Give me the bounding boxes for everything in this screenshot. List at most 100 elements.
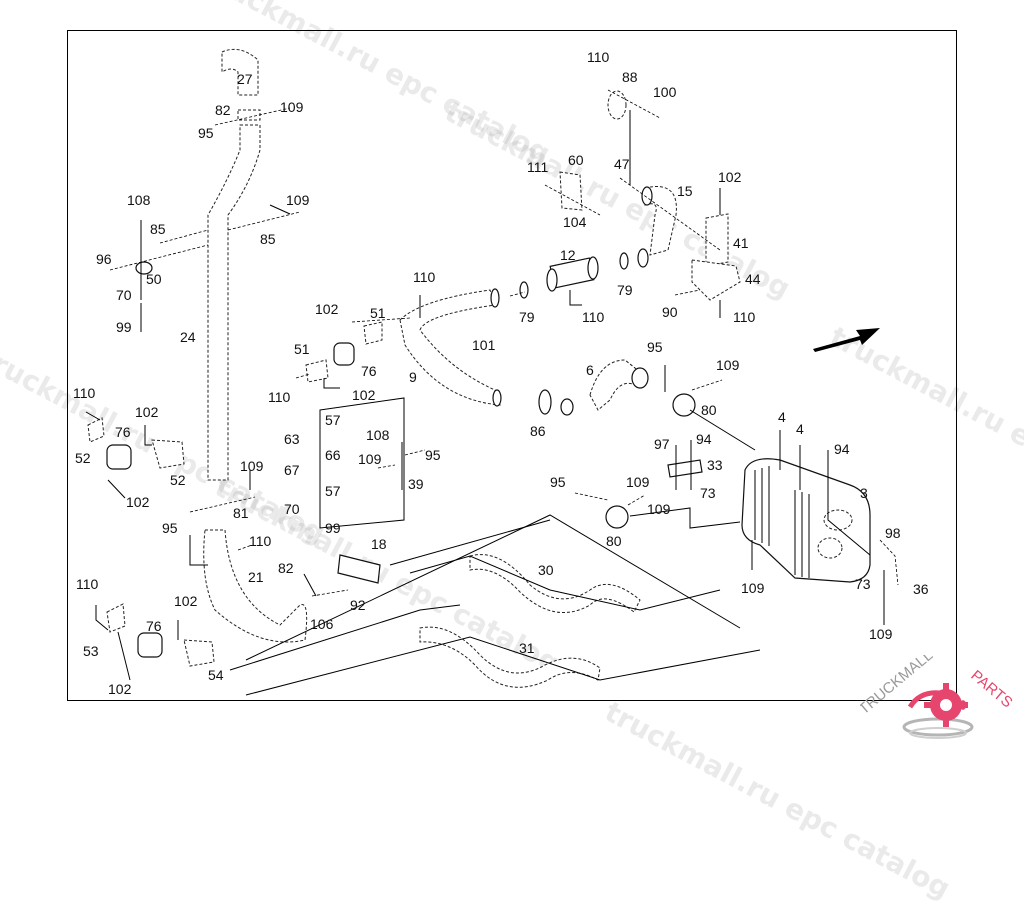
clamp-80-lower[interactable] (605, 505, 629, 529)
hose-31[interactable] (419, 626, 601, 688)
flex-pipe-12[interactable] (519, 248, 649, 299)
part-callout-67[interactable]: 67 (284, 462, 300, 478)
part-callout-76[interactable]: 76 (146, 618, 162, 634)
part-callout-63[interactable]: 63 (284, 431, 300, 447)
part-callout-97[interactable]: 97 (654, 436, 670, 452)
part-callout-88[interactable]: 88 (622, 69, 638, 85)
isolator-76-b[interactable] (137, 632, 163, 658)
part-callout-110[interactable]: 110 (733, 309, 756, 325)
part-callout-53[interactable]: 53 (83, 643, 99, 659)
flex-pipe-18[interactable] (337, 554, 381, 584)
part-callout-109[interactable]: 109 (358, 451, 382, 467)
clamp-88[interactable] (607, 90, 627, 120)
part-callout-50[interactable]: 50 (146, 271, 162, 287)
part-callout-111[interactable]: 111 (527, 159, 549, 175)
elbow-15[interactable] (641, 186, 677, 256)
part-callout-95[interactable]: 95 (198, 125, 214, 141)
part-callout-102[interactable]: 102 (126, 494, 150, 510)
part-callout-70[interactable]: 70 (116, 287, 132, 303)
part-callout-94[interactable]: 94 (696, 431, 712, 447)
bracket-51-b[interactable] (305, 359, 329, 383)
part-callout-101[interactable]: 101 (472, 337, 496, 353)
part-callout-70[interactable]: 70 (284, 501, 300, 517)
part-callout-6[interactable]: 6 (586, 362, 594, 378)
part-callout-4[interactable]: 4 (778, 409, 786, 425)
part-callout-109[interactable]: 109 (280, 99, 304, 115)
bracket-41-44[interactable] (691, 213, 741, 301)
part-callout-110[interactable]: 110 (73, 385, 96, 401)
part-callout-86[interactable]: 86 (530, 423, 546, 439)
part-callout-95[interactable]: 95 (162, 520, 178, 536)
isolator-76-a[interactable] (106, 444, 132, 470)
part-callout-52[interactable]: 52 (75, 450, 91, 466)
bracket-52-a[interactable] (87, 417, 105, 443)
part-callout-109[interactable]: 109 (286, 192, 310, 208)
clamp-80-upper[interactable] (672, 393, 696, 417)
bracket-52-b[interactable] (151, 439, 185, 469)
part-callout-76[interactable]: 76 (115, 424, 131, 440)
part-callout-95[interactable]: 95 (647, 339, 663, 355)
part-callout-109[interactable]: 109 (626, 474, 650, 490)
part-callout-109[interactable]: 109 (741, 580, 765, 596)
part-callout-57[interactable]: 57 (325, 412, 341, 428)
part-callout-102[interactable]: 102 (352, 387, 376, 403)
plate-33[interactable] (667, 459, 703, 478)
part-callout-12[interactable]: 12 (560, 247, 576, 263)
isolator-76-c[interactable] (333, 342, 355, 366)
part-callout-15[interactable]: 15 (677, 183, 693, 199)
part-callout-90[interactable]: 90 (662, 304, 678, 320)
part-callout-31[interactable]: 31 (519, 640, 535, 656)
part-callout-33[interactable]: 33 (707, 457, 723, 473)
part-callout-92[interactable]: 92 (350, 597, 366, 613)
part-callout-73[interactable]: 73 (700, 485, 716, 501)
part-callout-60[interactable]: 60 (568, 152, 584, 168)
part-callout-80[interactable]: 80 (606, 533, 622, 549)
part-callout-100[interactable]: 100 (653, 84, 677, 100)
part-callout-109[interactable]: 109 (869, 626, 893, 642)
part-callout-108[interactable]: 108 (127, 192, 151, 208)
part-callout-39[interactable]: 39 (408, 476, 424, 492)
part-callout-95[interactable]: 95 (425, 447, 441, 463)
part-callout-110[interactable]: 110 (249, 533, 272, 549)
part-callout-51[interactable]: 51 (294, 341, 310, 357)
part-callout-85[interactable]: 85 (150, 221, 166, 237)
hose-30[interactable] (469, 554, 641, 614)
part-callout-82[interactable]: 82 (278, 560, 294, 576)
bracket-54[interactable] (183, 639, 215, 667)
part-callout-110[interactable]: 110 (76, 576, 99, 592)
part-callout-110[interactable]: 110 (268, 389, 291, 405)
pipe-6[interactable] (538, 359, 649, 416)
part-callout-54[interactable]: 54 (208, 667, 224, 683)
part-callout-44[interactable]: 44 (745, 271, 761, 287)
part-callout-79[interactable]: 79 (617, 282, 633, 298)
part-callout-3[interactable]: 3 (860, 485, 868, 501)
part-callout-79[interactable]: 79 (519, 309, 535, 325)
part-callout-47[interactable]: 47 (614, 156, 630, 172)
part-callout-85[interactable]: 85 (260, 231, 276, 247)
part-callout-102[interactable]: 102 (315, 301, 339, 317)
part-callout-109[interactable]: 109 (716, 357, 740, 373)
part-callout-102[interactable]: 102 (108, 681, 132, 697)
pipe-9[interactable] (399, 288, 502, 407)
part-callout-36[interactable]: 36 (913, 581, 929, 597)
part-callout-9[interactable]: 9 (409, 369, 417, 385)
part-callout-18[interactable]: 18 (371, 536, 387, 552)
part-callout-94[interactable]: 94 (834, 441, 850, 457)
part-callout-98[interactable]: 98 (885, 525, 901, 541)
bracket-53[interactable] (106, 603, 126, 633)
part-callout-102[interactable]: 102 (174, 593, 198, 609)
part-callout-81[interactable]: 81 (233, 505, 249, 521)
part-callout-66[interactable]: 66 (325, 447, 341, 463)
part-callout-30[interactable]: 30 (538, 562, 554, 578)
part-callout-104[interactable]: 104 (563, 214, 587, 230)
part-callout-110[interactable]: 110 (413, 269, 436, 285)
part-callout-24[interactable]: 24 (180, 329, 196, 345)
part-callout-41[interactable]: 41 (733, 235, 749, 251)
bracket-51-a[interactable] (363, 321, 383, 345)
part-callout-102[interactable]: 102 (135, 404, 159, 420)
bracket-50[interactable] (135, 261, 153, 275)
part-callout-102[interactable]: 102 (718, 169, 742, 185)
part-callout-109[interactable]: 109 (647, 501, 671, 517)
part-callout-99[interactable]: 99 (116, 319, 132, 335)
part-callout-110[interactable]: 110 (587, 49, 610, 65)
